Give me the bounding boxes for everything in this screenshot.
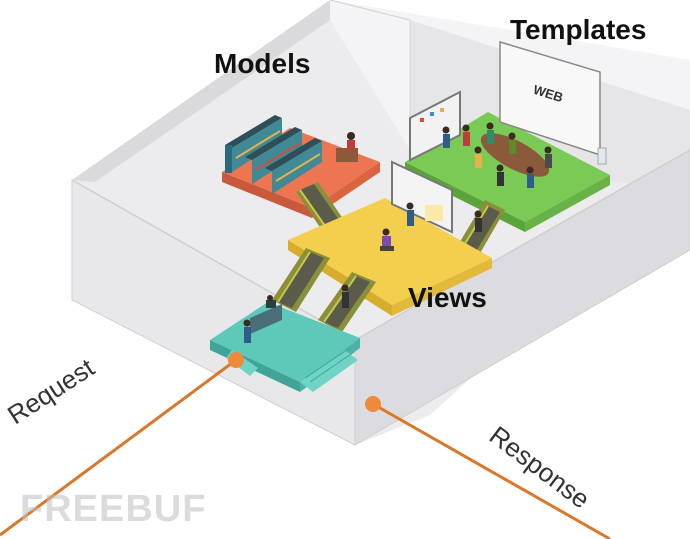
views-label: Views <box>408 282 487 313</box>
response-exit-dot <box>365 396 381 412</box>
templates-floor <box>405 40 610 232</box>
reception-desk <box>250 304 282 334</box>
escalator-entry-views <box>272 248 376 332</box>
response-arrow-line <box>372 402 611 539</box>
views-floor <box>288 160 492 316</box>
models-floor <box>222 115 380 218</box>
librarian-person <box>347 132 355 140</box>
conference-table <box>480 133 550 177</box>
request-entry-dot <box>228 352 244 368</box>
bookshelves <box>225 115 322 194</box>
templates-label: Templates <box>510 14 647 45</box>
librarian-desk <box>336 148 358 162</box>
request-arrow-line <box>0 358 237 537</box>
meeting-people <box>442 122 552 188</box>
models-label: Models <box>214 48 311 79</box>
freebuf-watermark: FREEBUF <box>20 488 207 530</box>
